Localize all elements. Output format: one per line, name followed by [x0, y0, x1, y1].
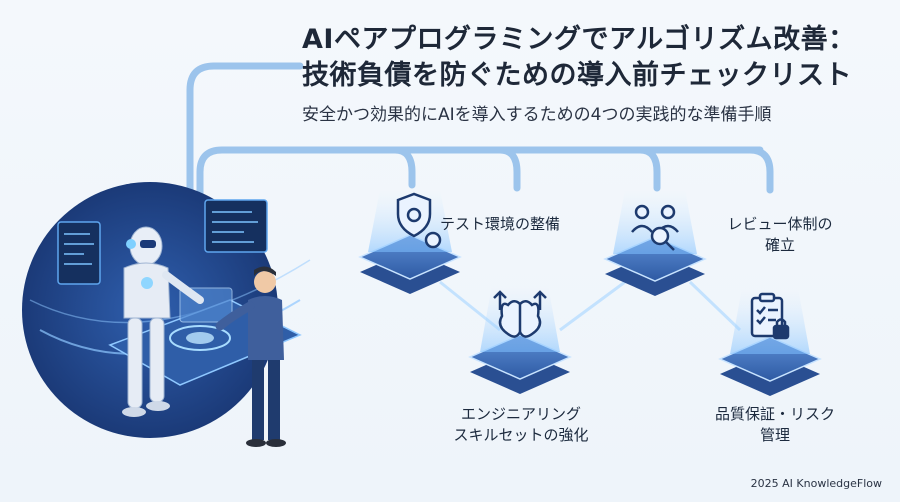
- clipboard-lock-icon: [750, 292, 790, 340]
- step-label-engineering-skills: エンジニアリング スキルセットの強化: [436, 404, 606, 446]
- title-line-1: AIペアプログラミングでアルゴリズム改善：: [302, 24, 856, 55]
- ai-pair-scene: [22, 182, 311, 447]
- people-magnifier-icon: [631, 204, 679, 251]
- platform-step-4: [718, 288, 822, 396]
- step-2-label-line-1: エンジニアリング: [460, 405, 581, 423]
- step-2-label-line-2: スキルセットの強化: [453, 426, 589, 444]
- step-3-label-line-1: レビュー体制の: [727, 215, 833, 233]
- platform-step-2: [468, 285, 572, 394]
- connector-lines: [186, 62, 774, 304]
- brain-arrows-icon: [493, 290, 547, 338]
- subtitle: 安全かつ効果的にAIを導入するための4つの実践的な準備手順: [302, 105, 772, 125]
- step-4-label-line-2: 管理: [759, 426, 790, 444]
- step-label-review-system: レビュー体制の 確立: [710, 214, 850, 256]
- title-line-2: 技術負債を防ぐための導入前チェックリスト: [302, 60, 852, 91]
- step-label-test-environment: テスト環境の整備: [440, 214, 600, 235]
- shield-gear-icon: [396, 192, 442, 249]
- step-4-label-line-1: 品質保証・リスク: [714, 405, 835, 423]
- step-label-quality-risk: 品質保証・リスク 管理: [690, 404, 860, 446]
- energy-beams: [439, 280, 742, 332]
- step-1-label-line-1: テスト環境の整備: [440, 215, 561, 233]
- page-title: AIペアプログラミングでアルゴリズム改善： 技術負債を防ぐための導入前チェックリ…: [302, 22, 892, 94]
- step-3-label-line-2: 確立: [764, 236, 795, 254]
- copyright-footer: 2025 AI KnowledgeFlow: [750, 477, 882, 490]
- platform-step-3: [603, 190, 707, 296]
